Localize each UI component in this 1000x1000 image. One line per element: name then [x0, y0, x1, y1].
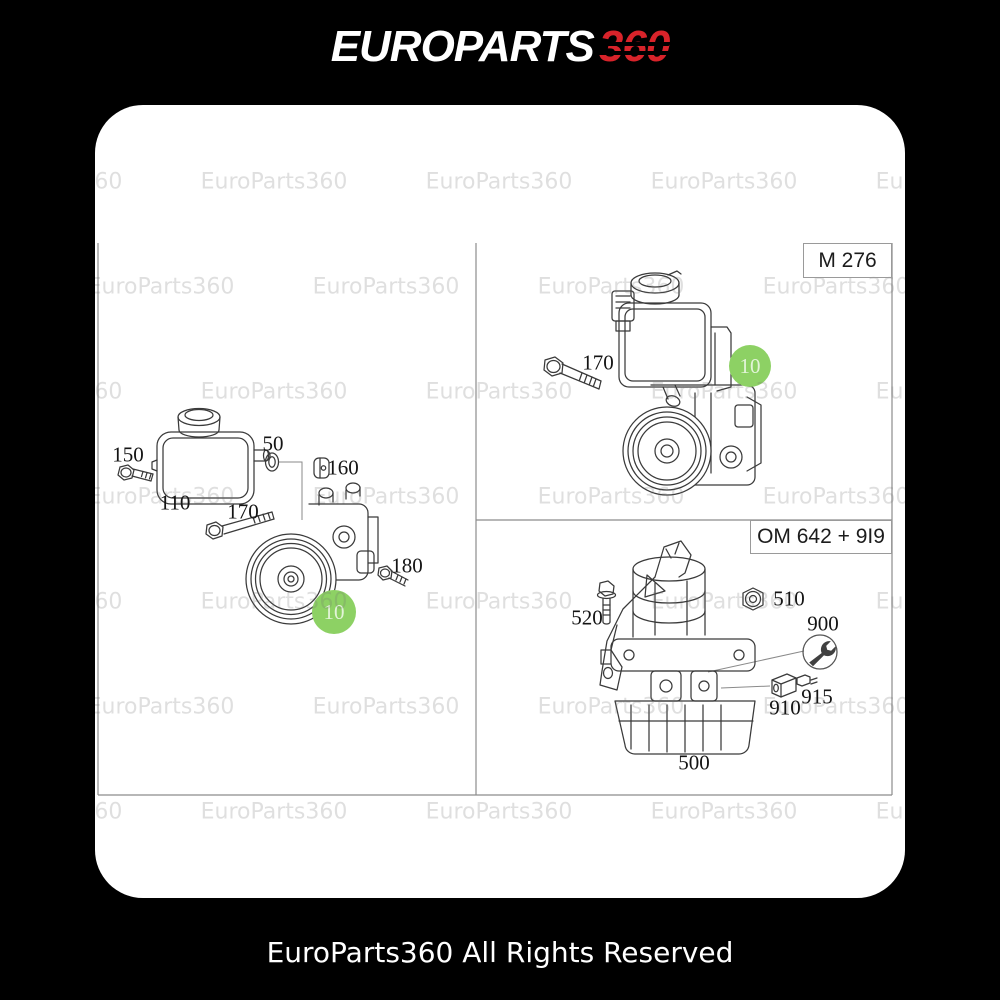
- leader-lines: [279, 461, 805, 689]
- connector-910-drawing: [771, 673, 797, 698]
- part-label-110: 110: [159, 490, 191, 515]
- highlight-callout-10-right[interactable]: 10: [729, 345, 771, 387]
- highlight-callout-10-left[interactable]: 10: [312, 590, 356, 634]
- engine-code-om642: OM 642 + 9I9: [750, 520, 892, 554]
- parts-diagram-card: 10 10 EuroParts360EuroParts360EuroParts3…: [95, 105, 905, 898]
- part-label-900: 900: [807, 611, 839, 636]
- part-label-520: 520: [571, 605, 603, 630]
- nut-510-drawing: [742, 587, 764, 611]
- tool-900-symbol: [802, 634, 838, 670]
- bolt-150-drawing: [117, 464, 154, 482]
- part-label-910: 910: [769, 695, 801, 720]
- part-label-500: 500: [678, 750, 710, 775]
- logo-text: EUROPARTS: [330, 22, 595, 71]
- logo-accent-text: 360: [598, 22, 670, 71]
- bolt-180-drawing: [377, 565, 409, 587]
- part-label-170-left: 170: [227, 499, 259, 524]
- engine-code-m276: M 276: [803, 243, 892, 278]
- seal-ring-50-drawing: [264, 452, 280, 472]
- steering-pump-om642-drawing: [599, 540, 756, 755]
- parts-diagram-art: [97, 243, 893, 796]
- part-label-160: 160: [327, 455, 359, 480]
- part-label-170-right: 170: [582, 350, 614, 375]
- reservoir-110-drawing: [151, 407, 271, 505]
- footer-copyright: EuroParts360 All Rights Reserved: [266, 936, 734, 969]
- connector-915-drawing: [796, 674, 818, 687]
- clip-160-drawing: [313, 457, 330, 479]
- part-label-50: 50: [262, 431, 284, 456]
- pump-pulley-left-drawing: [245, 482, 379, 625]
- bolt-170-right-drawing: [543, 356, 602, 390]
- wrench-icon: [809, 641, 836, 667]
- bolt-170-left-drawing: [205, 511, 275, 540]
- part-label-510: 510: [773, 586, 805, 611]
- part-label-180: 180: [391, 553, 423, 578]
- part-label-150: 150: [112, 442, 144, 467]
- bolt-520-drawing: [596, 580, 617, 625]
- part-label-915: 915: [801, 684, 833, 709]
- panel-frame-lines: [97, 243, 893, 796]
